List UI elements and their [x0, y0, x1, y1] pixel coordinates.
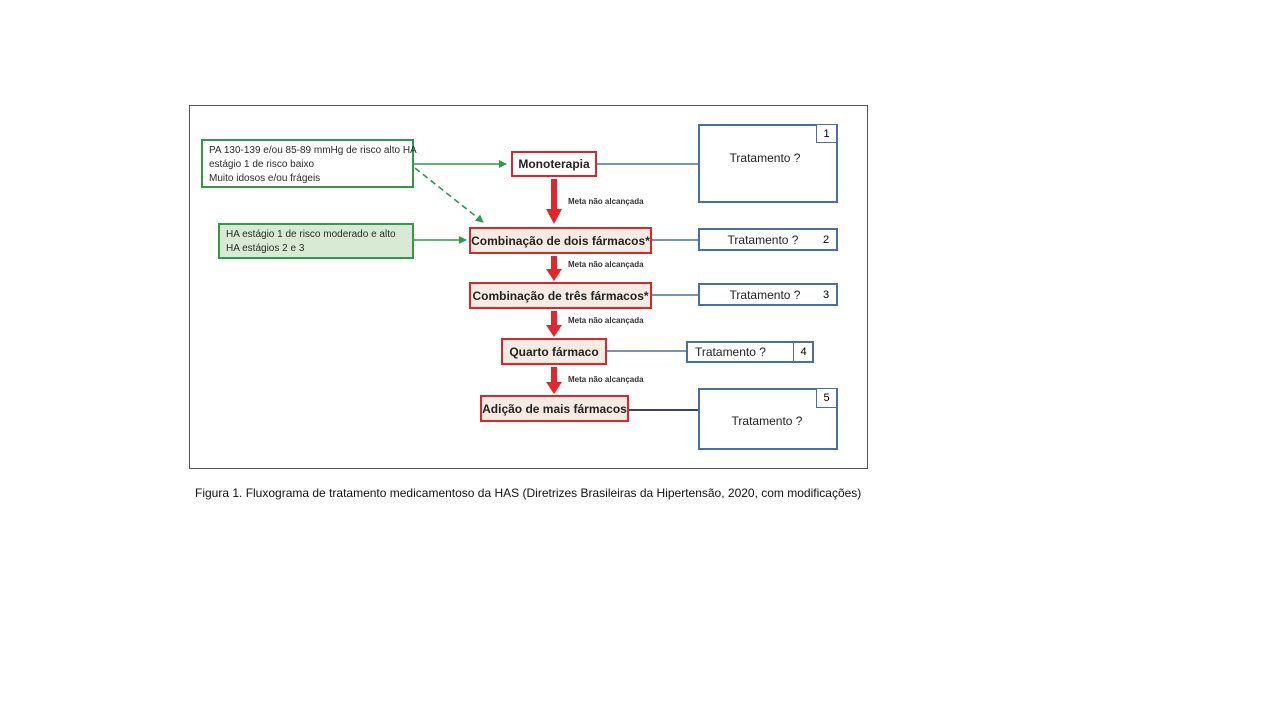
step-quarto-farmaco: Quarto fármaco	[501, 338, 607, 365]
treatment-1-number: 1	[816, 124, 837, 143]
condition-2-line-1: HA estágio 1 de risco moderado e alto	[226, 229, 396, 240]
treatment-2-number: 2	[822, 233, 830, 246]
treatment-5-number: 5	[816, 388, 837, 408]
transition-label-4: Meta não alcançada	[568, 375, 644, 384]
condition-box-2: HA estágio 1 de risco moderado e alto HA…	[218, 223, 414, 259]
condition-box-1: PA 130-139 e/ou 85-89 mmHg de risco alto…	[201, 139, 417, 188]
treatment-5-label: Tratamento ?	[731, 414, 803, 428]
treatment-box-2: Tratamento ?	[698, 228, 838, 251]
transition-label-2: Meta não alcançada	[568, 260, 644, 269]
step-combinacao-tres: Combinação de três fármacos*	[469, 282, 652, 309]
treatment-box-1: Tratamento ?	[698, 124, 838, 203]
step-combinacao-dois: Combinação de dois fármacos*	[469, 227, 652, 254]
treatment-3-label: Tratamento ?	[729, 287, 801, 302]
figure-caption: Figura 1. Fluxograma de tratamento medic…	[195, 486, 862, 500]
condition-1-line-3: Muito idosos e/ou frágeis	[209, 173, 321, 184]
treatment-box-5: Tratamento ?	[698, 388, 838, 450]
treatment-4-number: 4	[793, 342, 813, 362]
treatment-box-3: Tratamento ?	[698, 283, 838, 306]
condition-1-line-1: PA 130-139 e/ou 85-89 mmHg de risco alto…	[209, 145, 417, 156]
treatment-3-number: 3	[822, 288, 830, 301]
step-monoterapia: Monoterapia	[511, 151, 597, 177]
treatment-4-label: Tratamento ?	[695, 345, 766, 359]
treatment-box-4: Tratamento ?	[686, 341, 814, 363]
condition-2-line-2: HA estágios 2 e 3	[226, 243, 305, 254]
step-adicao-mais: Adição de mais fármacos	[480, 395, 629, 422]
transition-label-1: Meta não alcançada	[568, 197, 644, 206]
transition-label-3: Meta não alcançada	[568, 316, 644, 325]
condition-1-line-2: estágio 1 de risco baixo	[209, 159, 315, 170]
treatment-1-label: Tratamento ?	[729, 150, 801, 165]
treatment-2-label: Tratamento ?	[727, 232, 799, 247]
